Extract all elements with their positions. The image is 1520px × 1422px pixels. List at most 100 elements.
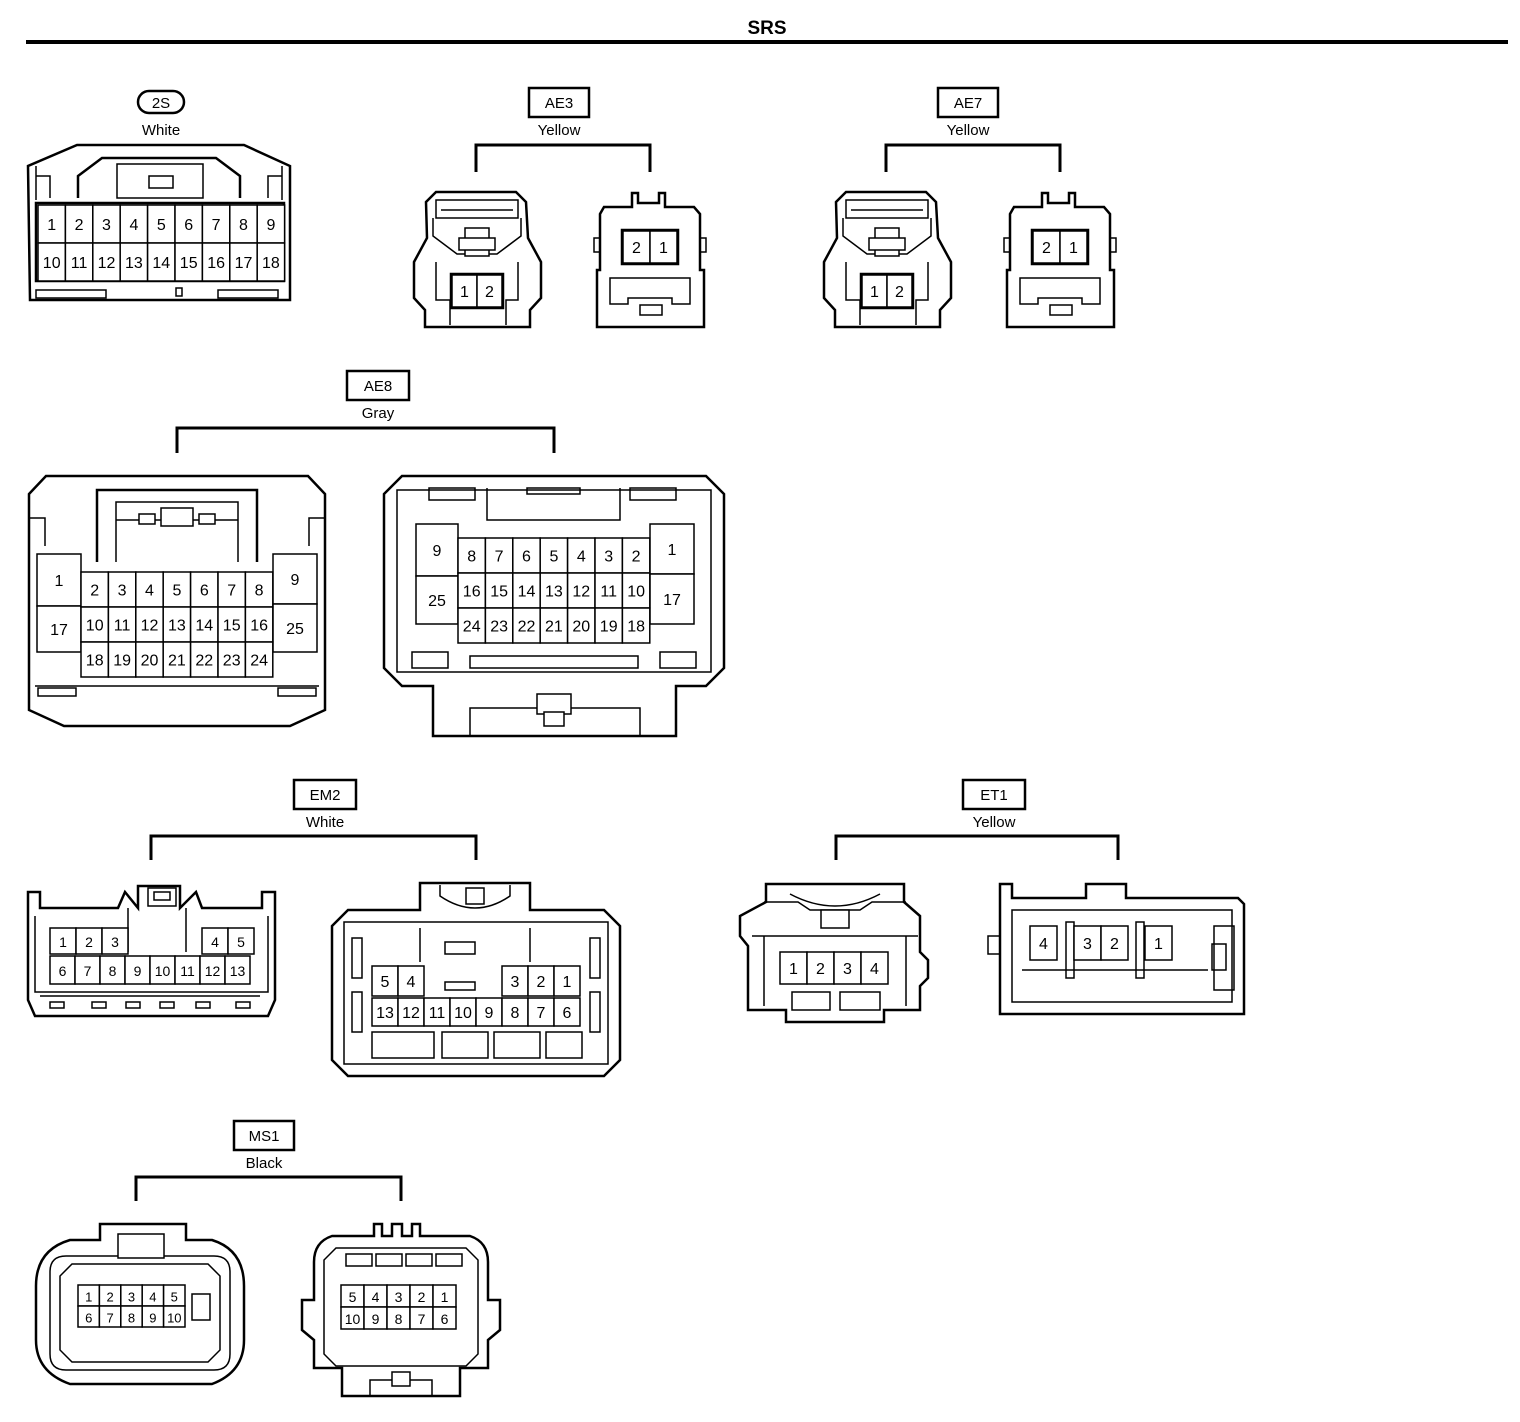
- pin-number: 11: [180, 963, 195, 979]
- pin-cavity: [146, 204, 176, 244]
- pin-cavity: [415, 575, 459, 625]
- pin-number: 7: [212, 217, 221, 234]
- pin-cavity: [64, 242, 94, 282]
- pin-number: 4: [149, 1290, 156, 1305]
- pin-cavity: [527, 997, 555, 1027]
- pin-number: 2: [75, 217, 84, 234]
- pin-number: 6: [563, 1005, 572, 1022]
- pin-cavity: [649, 573, 695, 625]
- pin-cavity: [201, 204, 231, 244]
- pin-number: 1: [870, 284, 879, 301]
- pin-cavity: [162, 1305, 186, 1328]
- pin-number: 3: [843, 961, 852, 978]
- pin-cavity: [476, 274, 503, 308]
- page-title: SRS: [747, 18, 786, 39]
- pin-number: 4: [129, 217, 138, 234]
- connector-housing: [34, 1222, 502, 1398]
- pin-number: 2: [418, 1289, 426, 1305]
- pin-number: 19: [113, 653, 131, 670]
- pin-cavity: [272, 603, 318, 653]
- pin-number: 8: [395, 1311, 403, 1327]
- connector-code-badge: [961, 778, 1027, 811]
- pin-cavity: [860, 951, 889, 985]
- pin-number: 18: [86, 653, 104, 670]
- pin-number: 11: [600, 584, 617, 601]
- pin-cavity: [432, 1306, 457, 1330]
- pin-number: 4: [870, 961, 879, 978]
- pin-cavity: [553, 997, 581, 1027]
- pin-number: 16: [463, 584, 481, 601]
- pin-number: 9: [291, 572, 300, 589]
- view-bracket: [149, 834, 478, 860]
- pin-cavity: [201, 242, 231, 282]
- pin-number: 9: [149, 1311, 156, 1326]
- pin-number: 12: [98, 255, 116, 272]
- connector-color: Black: [246, 1155, 283, 1172]
- pin-cavity: [457, 572, 487, 609]
- pin-number: 4: [372, 1289, 380, 1305]
- pin-number: 24: [463, 619, 481, 636]
- pin-number: 1: [1069, 240, 1078, 257]
- pin-number: 7: [84, 963, 92, 979]
- connector-housing: [822, 190, 1117, 329]
- pin-number: 12: [572, 584, 590, 601]
- pin-number: 1: [55, 573, 64, 590]
- pin-number: 1: [789, 961, 798, 978]
- pin-number: 7: [106, 1311, 113, 1326]
- pin-number: 5: [549, 549, 558, 566]
- pin-number: 15: [223, 618, 241, 635]
- pin-number: 3: [111, 934, 119, 950]
- pin-cavity: [224, 955, 251, 985]
- pin-number: 13: [168, 618, 186, 635]
- connector-code-badge: [292, 778, 358, 811]
- pin-number: 4: [211, 934, 219, 950]
- pin-number: 18: [262, 255, 280, 272]
- pin-number: 1: [85, 1290, 92, 1305]
- pin-number: 13: [125, 255, 143, 272]
- pin-cavity: [256, 204, 286, 244]
- pin-number: 13: [376, 1005, 394, 1022]
- connector-housing: [26, 881, 622, 1078]
- pin-number: 1: [668, 542, 677, 559]
- pin-number: 10: [454, 1005, 472, 1022]
- pin-number: 4: [577, 549, 586, 566]
- pin-number: 4: [145, 583, 154, 600]
- pin-number: 11: [114, 618, 131, 635]
- pin-cavity: [135, 606, 164, 643]
- pin-number: 1: [47, 217, 56, 234]
- pin-cavity: [371, 965, 399, 997]
- pin-cavity: [622, 230, 651, 264]
- pin-number: 12: [402, 1005, 420, 1022]
- pin-cavity: [99, 955, 126, 985]
- pin-cavity: [162, 641, 192, 678]
- pin-cavity: [146, 242, 176, 282]
- pin-cavity: [371, 997, 399, 1027]
- connector-color: Gray: [362, 405, 395, 422]
- pin-number: 3: [604, 549, 613, 566]
- view-bracket: [834, 834, 1120, 860]
- pin-number: 12: [141, 618, 159, 635]
- pin-cavity: [162, 571, 192, 608]
- pin-number: 10: [167, 1311, 181, 1326]
- pin-number: 6: [441, 1311, 449, 1327]
- pin-number: 14: [518, 584, 536, 601]
- pin-number: 1: [1154, 936, 1163, 953]
- pin-number: 5: [349, 1289, 357, 1305]
- pin-number: 5: [237, 934, 245, 950]
- pin-number: 7: [418, 1311, 426, 1327]
- connector-code: MS1: [249, 1128, 280, 1145]
- pin-number: 22: [195, 653, 213, 670]
- pin-number: 2: [1042, 240, 1051, 257]
- pin-number: 2: [632, 240, 641, 257]
- pin-number: 24: [250, 653, 268, 670]
- pin-number: 3: [1083, 936, 1092, 953]
- pin-cavity: [501, 965, 529, 997]
- pin-number: 5: [171, 1290, 178, 1305]
- pin-cavity: [553, 965, 581, 997]
